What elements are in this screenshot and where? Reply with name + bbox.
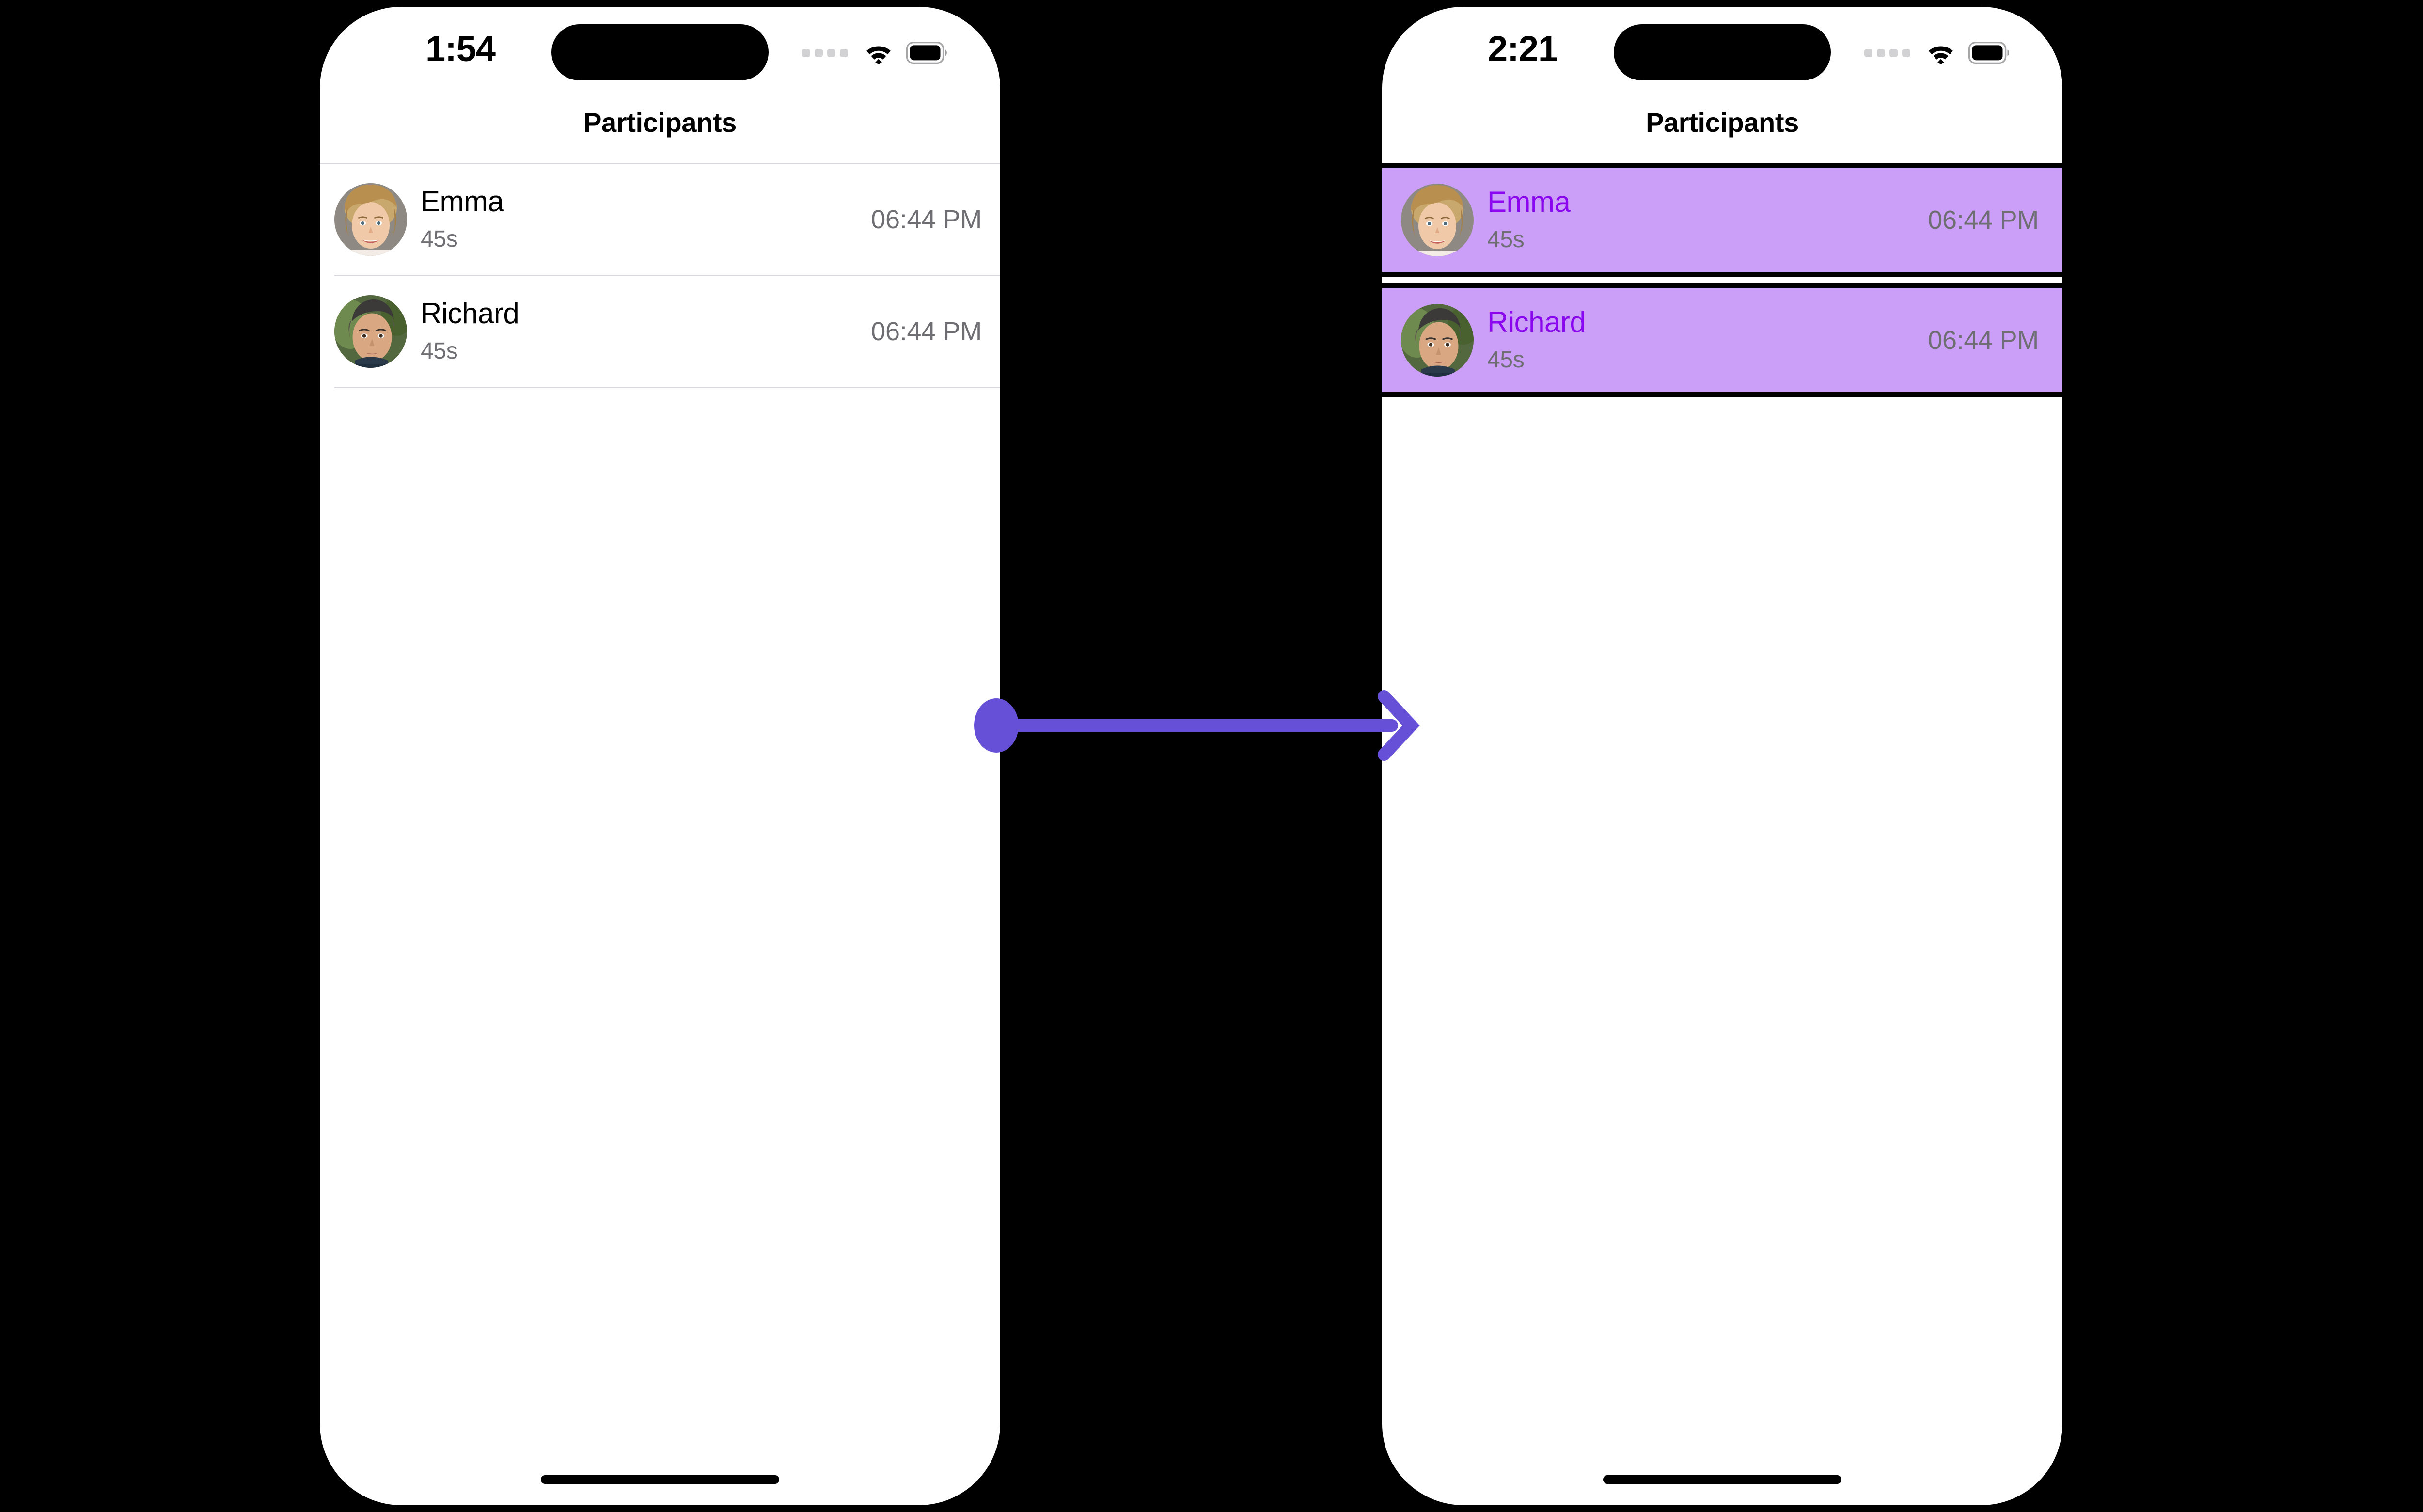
- page-title: Participants: [583, 107, 737, 138]
- participant-row-emma-selected[interactable]: Emma 45s 06:44 PM: [1382, 163, 2062, 277]
- home-indicator: [1603, 1475, 1841, 1484]
- avatar-richard: [1401, 304, 1474, 377]
- status-bar: 2:21: [1382, 7, 2062, 99]
- participant-duration: 45s: [421, 338, 458, 364]
- participants-list: Emma 45s 06:44 PM: [320, 163, 1000, 388]
- battery-full-icon: [906, 42, 949, 64]
- cellular-dots-icon: [1864, 48, 1910, 57]
- status-bar-indicators: [802, 42, 949, 64]
- participant-name: Richard: [1487, 306, 1586, 338]
- list-separator: [334, 275, 1000, 276]
- status-bar-time: 2:21: [1487, 29, 1558, 69]
- battery-full-icon: [1968, 42, 2011, 64]
- participant-name: Emma: [1487, 186, 1571, 218]
- dynamic-island: [1614, 24, 1831, 80]
- status-bar-indicators: [1864, 42, 2011, 64]
- participants-list-selected: Emma 45s 06:44 PM: [1382, 163, 2062, 397]
- participant-info: Emma 45s: [421, 184, 871, 255]
- participant-row-richard-selected[interactable]: Richard 45s 06:44 PM: [1382, 283, 2062, 397]
- wifi-icon: [864, 42, 894, 64]
- cellular-dots-icon: [802, 48, 848, 57]
- avatar-emma: [334, 183, 407, 256]
- participant-timestamp: 06:44 PM: [871, 205, 982, 234]
- phone-screen-after: 2:21 Participants: [1382, 7, 2062, 1505]
- home-indicator: [541, 1475, 779, 1484]
- arrow-head: [1378, 690, 1420, 761]
- page-title: Participants: [1646, 107, 1799, 138]
- participant-duration: 45s: [421, 226, 458, 252]
- arrow-icon: [974, 690, 1420, 761]
- participant-timestamp: 06:44 PM: [871, 317, 982, 346]
- phone-screen-before: 1:54 Participants: [320, 7, 1000, 1505]
- participant-info: Emma 45s: [1487, 185, 1928, 255]
- participant-timestamp: 06:44 PM: [1928, 205, 2039, 235]
- status-bar: 1:54: [320, 7, 1000, 99]
- avatar-richard: [334, 295, 407, 368]
- dynamic-island: [551, 24, 769, 80]
- list-separator: [320, 163, 1000, 164]
- action-arrow-annotation: [974, 681, 1425, 768]
- list-separator: [334, 387, 1000, 388]
- participant-name: Emma: [421, 185, 504, 218]
- participant-info: Richard 45s: [421, 296, 871, 367]
- participant-timestamp: 06:44 PM: [1928, 326, 2039, 355]
- participant-duration: 45s: [1487, 227, 1525, 252]
- avatar-emma: [1401, 184, 1474, 256]
- participant-name: Richard: [421, 297, 519, 330]
- status-bar-time: 1:54: [425, 29, 496, 69]
- participant-row-richard[interactable]: Richard 45s 06:44 PM: [320, 276, 1000, 387]
- participant-duration: 45s: [1487, 347, 1525, 373]
- wifi-icon: [1926, 42, 1956, 64]
- participant-info: Richard 45s: [1487, 305, 1928, 376]
- participant-row-emma[interactable]: Emma 45s 06:44 PM: [320, 164, 1000, 275]
